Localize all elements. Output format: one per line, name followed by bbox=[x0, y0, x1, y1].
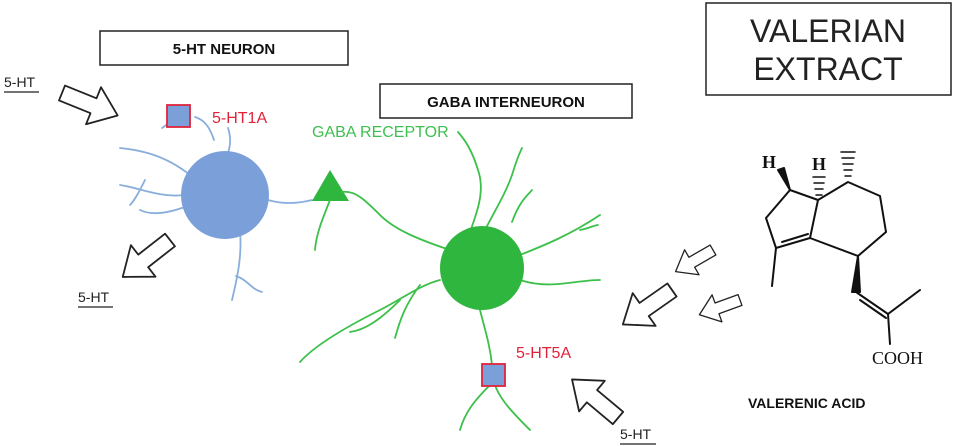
serotonin-neuron-title: 5-HT NEURON bbox=[173, 41, 276, 58]
cooh-group: COOH bbox=[872, 348, 923, 368]
5ht1a-receptor-icon bbox=[166, 104, 191, 128]
valerian-title-line1: VALERIAN bbox=[750, 13, 906, 49]
gaba-dendrite bbox=[519, 279, 601, 286]
gaba-dendrite bbox=[457, 131, 482, 233]
arrow-5ht-in-bottom-icon bbox=[558, 363, 632, 435]
gaba-dendrite bbox=[579, 224, 599, 231]
svg-text:5-HT: 5-HT bbox=[4, 74, 36, 90]
5ht5a-receptor-icon bbox=[481, 363, 506, 387]
ht-label-top: 5-HT bbox=[4, 74, 39, 93]
valerian-title-line2: EXTRACT bbox=[753, 51, 902, 87]
gaba-dendrite bbox=[511, 189, 533, 223]
gaba-dendrite bbox=[341, 190, 451, 251]
svg-text:5-HT: 5-HT bbox=[78, 289, 110, 305]
serotonin-neuron bbox=[119, 116, 313, 301]
ht-label-left: 5-HT bbox=[78, 289, 113, 308]
serotonin-dendrite bbox=[129, 179, 146, 206]
serotonin-dendrite bbox=[194, 116, 215, 141]
5ht5a-label: 5-HT5A bbox=[516, 345, 571, 362]
gaba-receptor-label: GABA RECEPTOR bbox=[312, 124, 449, 141]
serotonin-dendrite bbox=[119, 184, 186, 197]
valerenic-acid-structure bbox=[765, 151, 921, 345]
arrow-5ht-out-left-icon bbox=[109, 223, 184, 294]
gaba-receptor-icon bbox=[312, 170, 349, 201]
serotonin-dendrite bbox=[231, 229, 242, 301]
5ht1a-label: 5-HT1A bbox=[212, 110, 267, 127]
gaba-dendrite bbox=[519, 214, 601, 256]
h-atom-left: H bbox=[762, 152, 776, 172]
arrow-valerian-2-icon bbox=[610, 272, 685, 342]
gaba-dendrite bbox=[314, 199, 331, 251]
gaba-dendrite bbox=[349, 299, 401, 333]
ht-label-bottom: 5-HT bbox=[620, 426, 656, 445]
gaba-dendrite bbox=[394, 284, 421, 339]
serotonin-neuron-label: 5-HT NEURON bbox=[99, 30, 349, 66]
h-atom-middle: H bbox=[812, 154, 826, 174]
gaba-dendrite bbox=[484, 147, 523, 231]
gaba-dendrite bbox=[479, 309, 493, 366]
gaba-interneuron bbox=[299, 131, 601, 431]
arrow-valerian-3-icon bbox=[693, 285, 746, 329]
gaba-dendrite bbox=[299, 279, 441, 363]
arrow-5ht-in-top-icon bbox=[53, 73, 127, 135]
gaba-dendrite bbox=[494, 384, 531, 431]
serotonin-dendrite bbox=[119, 147, 191, 176]
arrow-valerian-1-icon bbox=[667, 236, 721, 285]
valerenic-acid-label: VALERENIC ACID bbox=[748, 395, 865, 411]
gaba-interneuron-title: GABA INTERNEURON bbox=[427, 94, 585, 111]
svg-text:5-HT: 5-HT bbox=[620, 426, 652, 442]
serotonin-dendrite bbox=[235, 275, 263, 293]
gaba-interneuron-soma bbox=[440, 226, 524, 310]
serotonin-dendrite bbox=[267, 199, 313, 204]
valerian-extract-label: VALERIAN EXTRACT bbox=[705, 2, 952, 96]
serotonin-neuron-soma bbox=[181, 151, 269, 239]
gaba-dendrite bbox=[459, 384, 491, 431]
gaba-interneuron-label: GABA INTERNEURON bbox=[379, 83, 633, 119]
